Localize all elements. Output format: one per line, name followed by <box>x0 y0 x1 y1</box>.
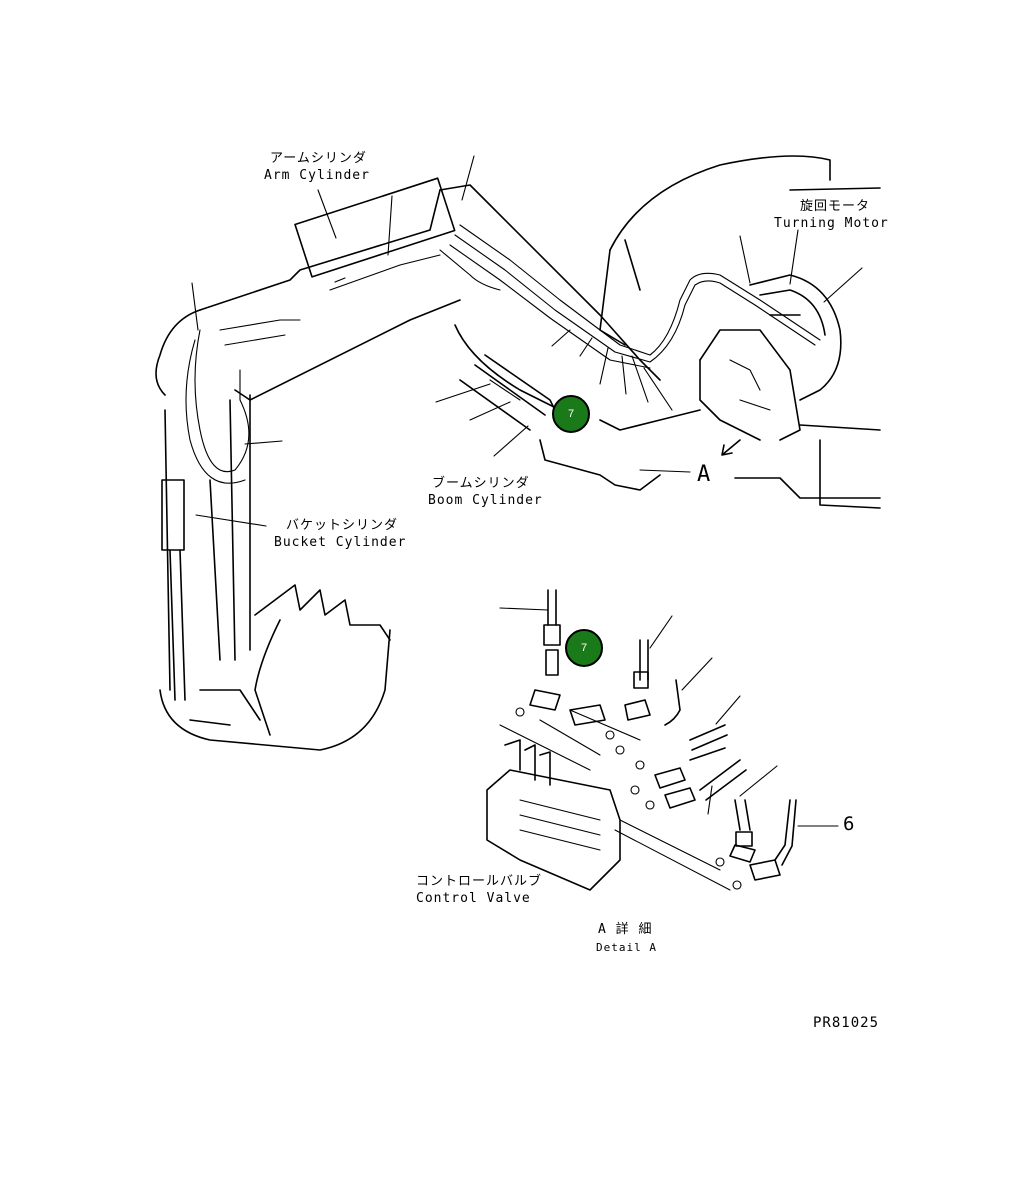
bucket-cylinder-label-jp: バケットシリンダ <box>286 518 399 533</box>
detail-a-label-en: Detail A <box>596 941 657 954</box>
bucket <box>159 584 391 751</box>
drawing-code: PR81025 <box>813 1015 880 1031</box>
detail-a-fittings <box>515 589 797 890</box>
turning-motor <box>749 274 842 401</box>
control-valve-upper <box>699 329 801 441</box>
control-valve-label-en: Control Valve <box>416 891 531 906</box>
leader-lines <box>191 155 863 827</box>
arm-cylinder-label-en: Arm Cylinder <box>264 168 370 183</box>
hydraulic-hoses <box>185 224 821 484</box>
boom-cylinder <box>459 354 561 431</box>
bucket-cylinder <box>161 479 186 701</box>
view-a-marker: A <box>697 462 712 487</box>
part-number-6: 6 <box>843 813 856 835</box>
control-valve-label-jp: コントロールバルブ <box>416 874 543 889</box>
bucket-cylinder-label-en: Bucket Cylinder <box>274 535 407 550</box>
arm-cylinder <box>294 177 456 291</box>
cab-outline <box>599 155 881 509</box>
boom <box>155 184 701 491</box>
turning-motor-label-en: Turning Motor <box>774 216 889 231</box>
detail-a-label-jp: A 詳 細 <box>598 922 653 937</box>
arm <box>164 394 251 691</box>
arm-cylinder-label-jp: アームシリンダ <box>270 151 367 166</box>
boom-cylinder-label-jp: ブームシリンダ <box>432 476 530 491</box>
detail-a-control-valve <box>486 709 731 891</box>
view-a-arrow <box>721 439 741 456</box>
boom-cylinder-label-en: Boom Cylinder <box>428 493 543 508</box>
part-callout-7-boom[interactable]: 7 <box>552 395 590 433</box>
part-callout-7-detail[interactable]: 7 <box>565 629 603 667</box>
turning-motor-label-jp: 旋回モータ <box>800 199 871 214</box>
